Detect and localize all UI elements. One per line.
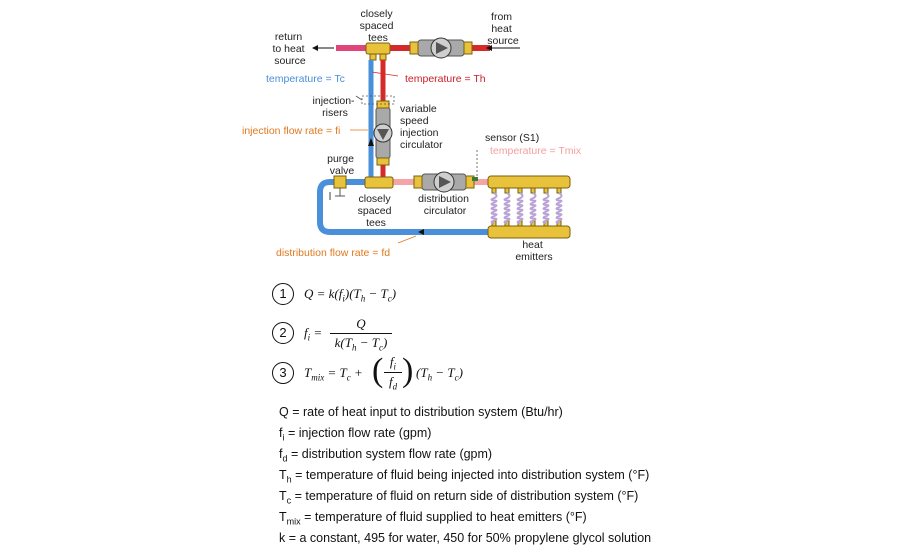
definition-item: k = a constant, 495 for water, 450 for 5… [279, 531, 652, 545]
injection-circulator [373, 100, 393, 166]
temperature-tc-label: temperature = Tc [266, 73, 345, 85]
definition-item: fi = injection flow rate (gpm) [279, 426, 432, 443]
flow-arrow-distribution [418, 229, 424, 235]
distribution-flow-rate-label: distribution flow rate = fd [276, 247, 390, 259]
definition-item: fd = distribution system flow rate (gpm) [279, 447, 493, 464]
definition-item: Th = temperature of fluid being injected… [279, 468, 650, 485]
top-closely-spaced-tees [365, 42, 391, 61]
manifold-port [556, 187, 562, 194]
emitter-tubing [555, 192, 563, 224]
heat-source-circulator [409, 37, 473, 59]
bottom-tees-label: closely spaced tees [358, 193, 395, 229]
emitter-tubing [503, 192, 511, 224]
emitter-tubing [516, 192, 524, 224]
heat-emitters-label: heat emitters [515, 239, 552, 263]
manifold-port [543, 187, 549, 194]
sensor-s1 [472, 177, 478, 181]
bottom-closely-spaced-tees [364, 176, 394, 189]
sensor-label: sensor (S1) [485, 132, 539, 144]
return-to-heat-source-label: return to heat source [272, 31, 307, 67]
flow-arrow-injection [368, 138, 374, 146]
manifold-port [517, 187, 523, 194]
equation-number-3: 3 [272, 362, 294, 384]
emitter-tubing [529, 192, 537, 224]
manifold-port [504, 187, 510, 194]
temperature-th-label: temperature = Th [405, 73, 486, 85]
injection-flow-rate-label: injection flow rate = fi [242, 125, 340, 137]
manifold-port [530, 187, 536, 194]
injection-circulator-label: variable speed injection circulator [400, 103, 443, 151]
variable-definitions: Q = rate of heat input to distribution s… [279, 402, 651, 549]
distribution-return-pipe [317, 179, 500, 235]
flow-arrow-from-source [486, 45, 520, 51]
temperature-tmix-label: temperature = Tmix [490, 145, 582, 157]
equation-number-2: 2 [272, 322, 294, 344]
from-heat-source-label: from heat source [487, 11, 519, 47]
definition-item: Q = rate of heat input to distribution s… [279, 405, 563, 419]
emitter-tubing [490, 192, 498, 224]
flow-arrow-to-source [312, 45, 334, 51]
definition-item: Tc = temperature of fluid on return side… [279, 489, 639, 506]
purge-valve-label: purge valve [327, 153, 357, 177]
injection-risers-label: injection- risers [313, 95, 358, 119]
equation-number-1: 1 [272, 283, 294, 305]
distribution-circulator-label: distribution circulator [418, 193, 472, 217]
top-tees-label: closely spaced tees [360, 8, 397, 44]
distribution-circulator [413, 171, 475, 193]
heat-emitter-manifolds [487, 175, 571, 239]
manifold-port [491, 187, 497, 194]
emitter-tubing [542, 192, 550, 224]
definition-item: Tmix = temperature of fluid supplied to … [279, 510, 587, 527]
purge-valve [333, 175, 347, 197]
